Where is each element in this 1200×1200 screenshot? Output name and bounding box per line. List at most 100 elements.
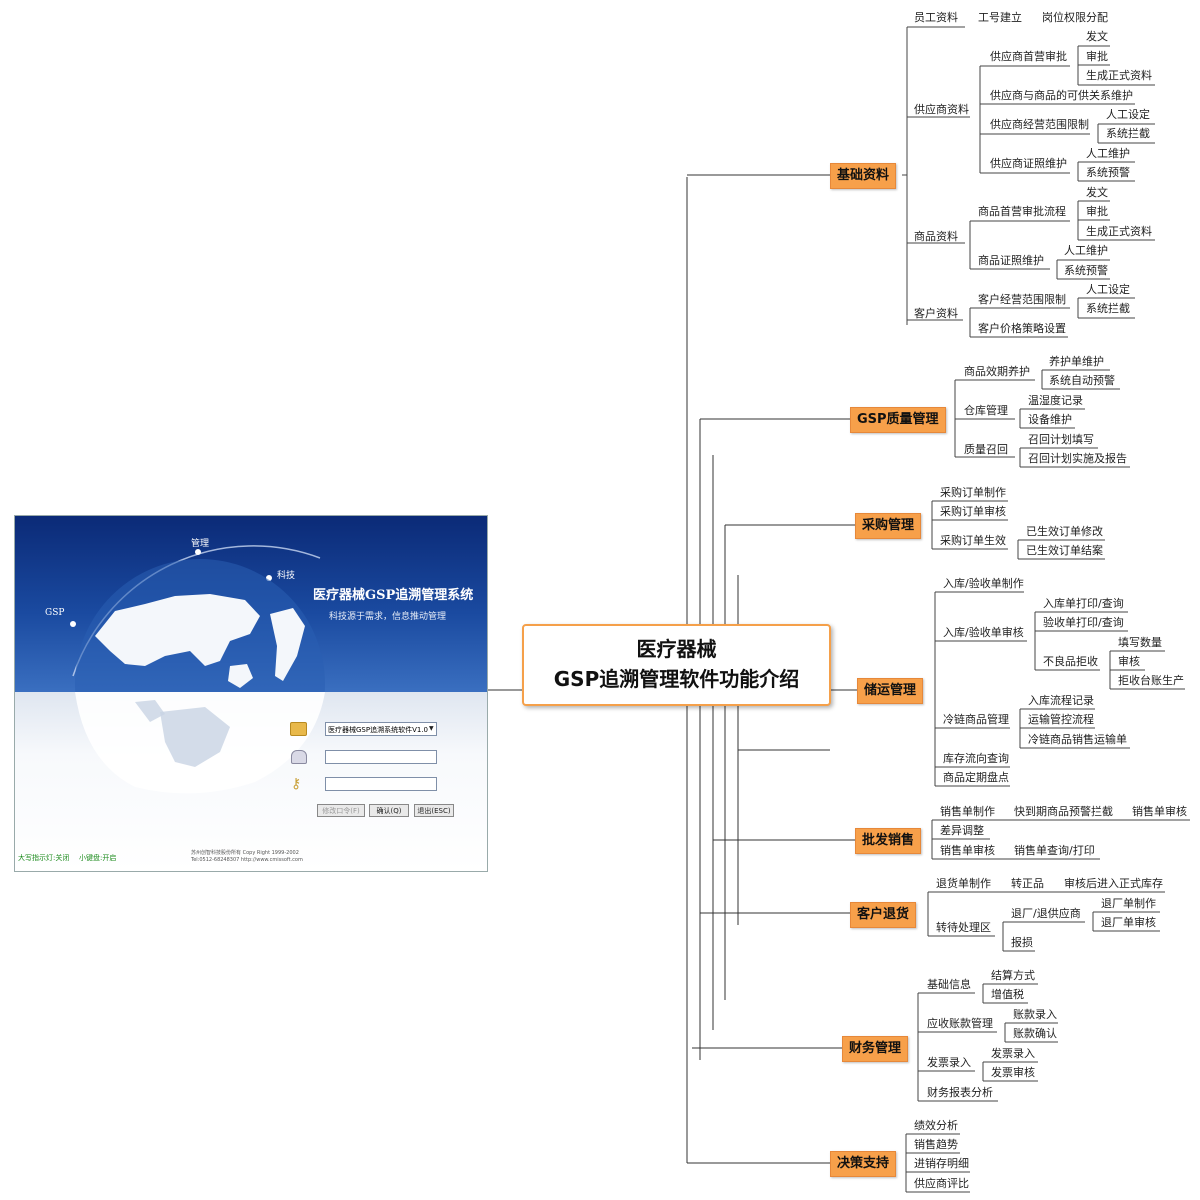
node-in-make: 入库/验收单制作 [943,577,1024,590]
category-wholesale[interactable]: 批发销售 [855,828,922,854]
node-expiry-1: 养护单维护 [1049,355,1104,368]
node-sup-first-2: 审批 [1086,50,1108,63]
category-purchase[interactable]: 采购管理 [855,513,922,539]
node-sale-expire: 快到期商品预警拦截 [1014,805,1113,818]
category-gsp[interactable]: GSP质量管理 [850,407,946,433]
node-customer: 客户资料 [914,307,958,320]
node-check-print: 验收单打印/查询 [1043,616,1124,629]
change-password-button[interactable]: 修改口令(F) [317,804,365,817]
login-window: 管理 科技 GSP 医疗器械GSP追溯管理系统 科技源于需求，信息推动管理 医疗… [14,515,488,872]
node-in-print: 入库单打印/查询 [1043,597,1124,610]
node-warehouse-2: 设备维护 [1028,413,1072,426]
system-select[interactable]: 医疗器械GSP追溯系统软件V1.0 [325,722,437,736]
node-ret-stock: 审核后进入正式库存 [1064,877,1163,890]
category-finance[interactable]: 财务管理 [842,1036,909,1062]
status-numpad: 小键盘:开启 [79,854,117,862]
category-decision[interactable]: 决策支持 [830,1151,897,1177]
chevron-down-icon[interactable]: ▼ [429,725,434,732]
node-back-2: 退厂单审核 [1101,916,1156,929]
username-input[interactable] [325,750,437,764]
node-sup-scope-1: 人工设定 [1106,108,1150,121]
node-goods-first-3: 生成正式资料 [1086,225,1152,238]
node-sup-cert-1: 人工维护 [1086,147,1130,160]
node-diff: 差异调整 [940,824,984,837]
node-cust-price: 客户价格策略设置 [978,322,1066,335]
exit-button[interactable]: 退出(ESC) [414,804,454,817]
node-loss: 报损 [1011,936,1033,949]
login-slogan: 科技源于需求，信息推动管理 [329,612,447,622]
node-recall-1: 召回计划填写 [1028,433,1094,446]
label-technology: 科技 [277,571,296,581]
node-trend: 销售趋势 [914,1138,958,1151]
node-psi: 进销存明细 [914,1157,969,1170]
node-cold: 冷链商品管理 [943,713,1009,726]
node-recall-2: 召回计划实施及报告 [1028,452,1127,465]
node-sup-relation: 供应商与商品的可供关系维护 [990,89,1133,102]
node-goods-first-2: 审批 [1086,205,1108,218]
node-reject: 不良品拒收 [1043,655,1098,668]
node-cust-scope-1: 人工设定 [1086,283,1130,296]
node-invoice-2: 发票审核 [991,1066,1035,1079]
key-icon: ⚷ [291,776,302,792]
node-supplier: 供应商资料 [914,103,969,116]
copyright-text: 苏州创智科技股份所有 Copy Right 1999-2002 [191,850,299,856]
node-pending: 转待处理区 [936,921,991,934]
node-sup-cert: 供应商证照维护 [990,157,1067,170]
node-count: 商品定期盘点 [943,771,1009,784]
confirm-button[interactable]: 确认(Q) [369,804,409,817]
node-warehouse: 仓库管理 [964,404,1008,417]
node-sup-first-3: 生成正式资料 [1086,69,1152,82]
globe-graphic [70,545,325,692]
node-supplier-eval: 供应商评比 [914,1177,969,1190]
node-base-2: 增值税 [991,988,1024,1001]
center-title-line2: GSP追溯管理软件功能介绍 [553,667,800,691]
node-sup-first: 供应商首营审批 [990,50,1067,63]
node-order-make: 采购订单制作 [940,486,1006,499]
node-report: 财务报表分析 [927,1086,993,1099]
node-sale-make: 销售单制作 [940,805,995,818]
center-topic: 医疗器械 GSP追溯管理软件功能介绍 [522,624,831,706]
node-ar-1: 账款录入 [1013,1008,1057,1021]
label-management: 管理 [191,539,210,549]
node-in-review: 入库/验收单审核 [943,626,1024,639]
node-expiry-2: 系统自动预警 [1049,374,1115,387]
node-goods-cert-1: 人工维护 [1064,244,1108,257]
node-warehouse-1: 温湿度记录 [1028,394,1083,407]
node-ret-make: 退货单制作 [936,877,991,890]
status-caps-lock: 大写指示灯:关闭 [18,854,70,862]
contact-text: Tel:0512-68248307 http://www.cmissoft.co… [191,857,303,863]
node-sup-cert-2: 系统预警 [1086,166,1130,179]
node-pending-back: 退厂/退供应商 [1011,907,1081,920]
node-goods-cert: 商品证照维护 [978,254,1044,267]
node-order-effect: 采购订单生效 [940,534,1006,547]
node-goods: 商品资料 [914,230,958,243]
node-ar-2: 账款确认 [1013,1027,1057,1040]
node-cold-2: 运输管控流程 [1028,713,1094,726]
node-invoice: 发票录入 [927,1056,971,1069]
user-icon [291,750,307,764]
node-employee: 员工资料 [914,11,958,24]
node-base: 基础信息 [927,978,971,991]
node-sale-query: 销售单查询/打印 [1014,844,1095,857]
node-cold-3: 冷链商品销售运输单 [1028,733,1127,746]
node-invoice-1: 发票录入 [991,1047,1035,1060]
node-sup-scope: 供应商经营范围限制 [990,118,1089,131]
password-input[interactable] [325,777,437,791]
node-goods-cert-2: 系统预警 [1064,264,1108,277]
category-storage[interactable]: 储运管理 [857,678,924,704]
node-goods-first-1: 发文 [1086,186,1108,199]
node-cold-1: 入库流程记录 [1028,694,1094,707]
node-emp-perm: 岗位权限分配 [1042,11,1108,24]
category-return[interactable]: 客户退货 [850,902,917,928]
folder-icon [290,722,307,736]
node-reject-3: 拒收台账生产 [1118,674,1184,687]
node-perf: 绩效分析 [914,1119,958,1132]
label-gsp: GSP [45,608,65,618]
node-cust-scope: 客户经营范围限制 [978,293,1066,306]
login-panel [15,692,487,871]
category-basic[interactable]: 基础资料 [830,163,897,189]
center-title-line1: 医疗器械 [636,637,717,661]
node-effect-2: 已生效订单结案 [1026,544,1103,557]
node-emp-id: 工号建立 [978,11,1022,24]
node-goods-first: 商品首营审批流程 [978,205,1066,218]
